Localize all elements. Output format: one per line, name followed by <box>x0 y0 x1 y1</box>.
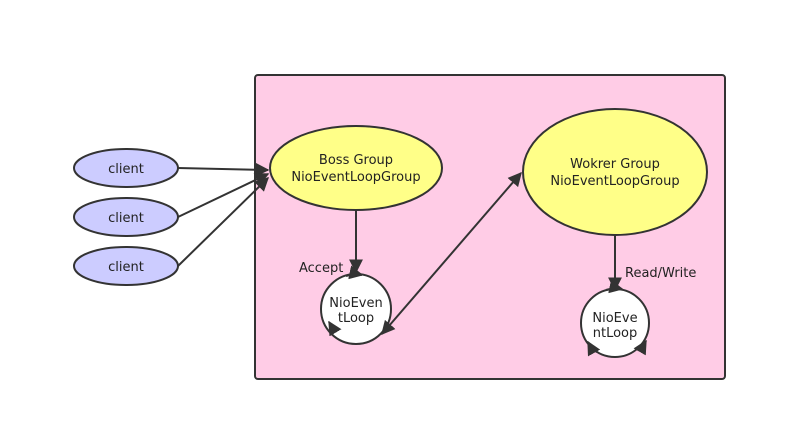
edge-bossloop-to-worker <box>381 171 522 336</box>
client-node-1[interactable]: client <box>73 148 179 188</box>
boss-group-title: Boss Group <box>319 153 393 168</box>
client-label-3: client <box>108 260 144 275</box>
worker-loop-label-1: NioEve <box>592 311 637 326</box>
worker-loop-cycle-arrow-top <box>605 279 624 294</box>
worker-loop-cycle-arrow-right <box>633 339 647 356</box>
edge-client3-to-boss <box>177 177 270 267</box>
accept-label: Accept <box>299 261 343 276</box>
edge-client1-to-boss <box>177 162 270 177</box>
boss-loop-cycle-arrow-top <box>345 265 364 280</box>
worker-loop-label-2: ntLoop <box>593 326 638 341</box>
boss-loop-label-2: tLoop <box>338 311 374 326</box>
edge-client2-to-boss <box>177 173 270 218</box>
client-node-3[interactable]: client <box>73 246 179 286</box>
boss-loop-cycle-arrow-left <box>328 320 342 337</box>
worker-group-subtitle: NioEventLoopGroup <box>550 174 679 189</box>
read-write-label: Read/Write <box>625 266 696 281</box>
client-label-2: client <box>108 211 144 226</box>
boss-event-loop-node[interactable]: NioEven tLoop <box>320 265 392 345</box>
boss-group-node[interactable]: Boss Group NioEventLoopGroup <box>269 125 443 211</box>
boss-group-subtitle: NioEventLoopGroup <box>291 170 420 185</box>
worker-loop-cycle-arrow-left <box>587 340 601 357</box>
worker-event-loop-node[interactable]: NioEve ntLoop <box>580 279 650 358</box>
boss-loop-label-1: NioEven <box>329 296 382 311</box>
worker-group-node[interactable]: Wokrer Group NioEventLoopGroup <box>522 108 708 236</box>
client-node-2[interactable]: client <box>73 197 179 237</box>
client-label-1: client <box>108 162 144 177</box>
worker-group-title: Wokrer Group <box>570 157 660 172</box>
